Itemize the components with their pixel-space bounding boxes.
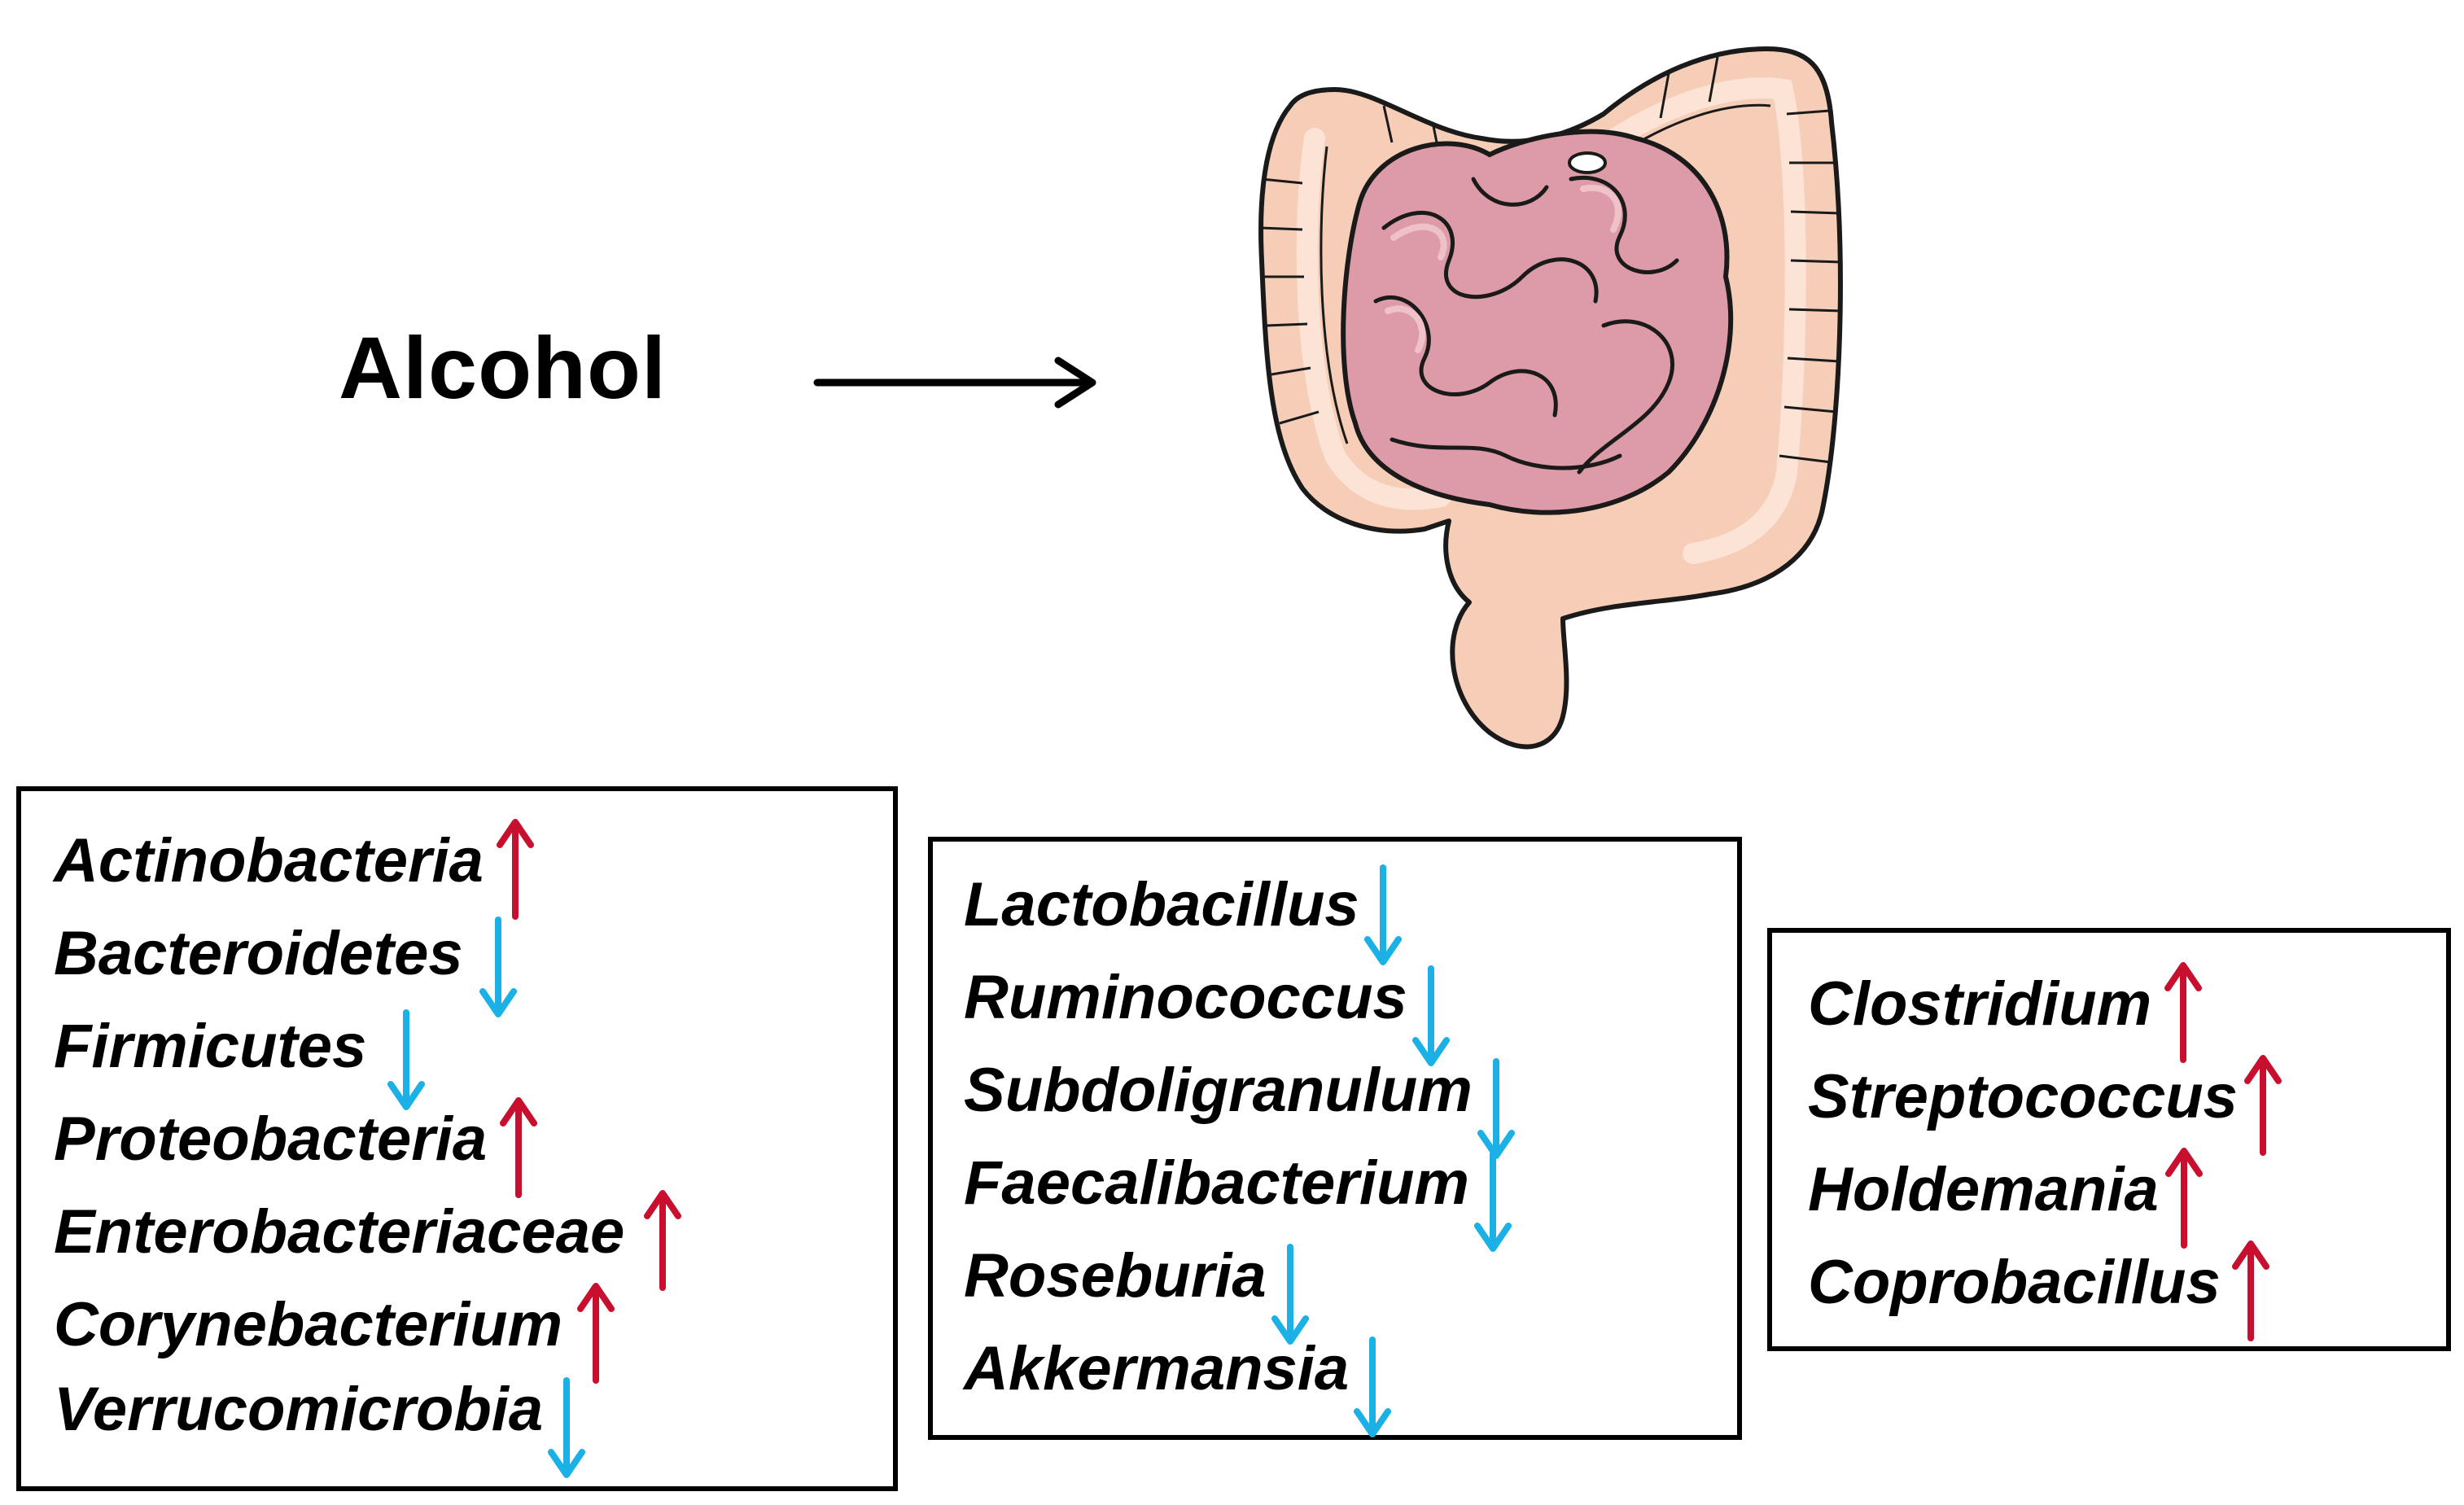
taxon-name: Corynebacterium: [54, 1290, 563, 1359]
arrow-up-icon: [2231, 1239, 2269, 1343]
taxon-name: Faecalibacterium: [964, 1148, 1469, 1218]
list-item: Faecalibacterium: [964, 1148, 1512, 1253]
list-item: Bacteroidetes: [54, 917, 517, 1019]
arrow-down-icon: [1354, 1335, 1392, 1439]
arrow-down-icon: [1363, 863, 1402, 967]
taxon-name: Clostridium: [1808, 969, 2152, 1039]
arrow-down-icon: [1411, 964, 1450, 1068]
taxon-name: Subdoligranulum: [964, 1056, 1473, 1125]
taxon-name: Ruminococcus: [964, 963, 1407, 1032]
taxa-box-genera-decreased: Lactobacillus Ruminococcus Subdoligranul…: [928, 837, 1742, 1440]
list-item: Roseburia: [964, 1241, 1309, 1346]
taxon-name: Streptococcus: [1808, 1062, 2238, 1131]
taxon-name: Holdemania: [1808, 1155, 2159, 1224]
arrow-down-icon: [1473, 1149, 1512, 1253]
taxa-box-phyla: Actinobacteria Bacteroidetes Firmicutes …: [16, 786, 898, 1491]
taxon-name: Coprobacillus: [1808, 1248, 2221, 1317]
taxon-name: Bacteroidetes: [54, 919, 463, 988]
list-item: Akkermansia: [964, 1334, 1392, 1439]
taxon-name: Akkermansia: [964, 1334, 1350, 1403]
arrow-down-icon: [548, 1376, 586, 1480]
arrow-up-icon: [500, 1096, 538, 1200]
taxon-name: Enterobacteriaceae: [54, 1197, 625, 1267]
arrow-down-icon: [1271, 1242, 1309, 1346]
arrow-down-icon: [1477, 1057, 1515, 1161]
alcohol-label: Alcohol: [339, 318, 667, 417]
list-item: Verrucomicrobia: [54, 1375, 586, 1480]
list-item: Clostridium: [1808, 962, 2203, 1065]
list-item: Holdemania: [1808, 1148, 2203, 1250]
list-item: Ruminococcus: [964, 963, 1450, 1068]
arrow-down-icon: [387, 1008, 426, 1112]
list-item: Corynebacterium: [54, 1283, 615, 1385]
arrow-up-icon: [2164, 960, 2203, 1065]
arrow-up-icon: [496, 817, 534, 921]
list-item: Firmicutes: [54, 1009, 426, 1112]
taxon-name: Lactobacillus: [964, 870, 1359, 939]
taxon-name: Verrucomicrobia: [54, 1375, 544, 1444]
taxon-name: Roseburia: [964, 1241, 1267, 1310]
arrow-up-icon: [2243, 1053, 2282, 1157]
list-item: Enterobacteriaceae: [54, 1190, 682, 1293]
arrow-down-icon: [479, 915, 517, 1019]
list-item: Streptococcus: [1808, 1055, 2282, 1157]
taxa-box-genera-increased: Clostridium Streptococcus Holdemania Cop…: [1767, 928, 2451, 1351]
taxon-name: Proteobacteria: [54, 1105, 488, 1174]
arrow-up-icon: [577, 1281, 615, 1385]
arrow-up-icon: [2164, 1146, 2203, 1250]
list-item: Actinobacteria: [54, 819, 534, 921]
taxon-name: Firmicutes: [54, 1012, 367, 1081]
list-item: Lactobacillus: [964, 864, 1402, 967]
list-item: Proteobacteria: [54, 1097, 538, 1200]
intestine-illustration-icon: [1258, 46, 1843, 750]
small-intestine-shape: [1341, 129, 1734, 515]
taxon-name: Actinobacteria: [54, 826, 484, 895]
list-item: Coprobacillus: [1808, 1240, 2269, 1343]
list-item: Subdoligranulum: [964, 1056, 1515, 1161]
arrow-up-icon: [644, 1188, 682, 1293]
